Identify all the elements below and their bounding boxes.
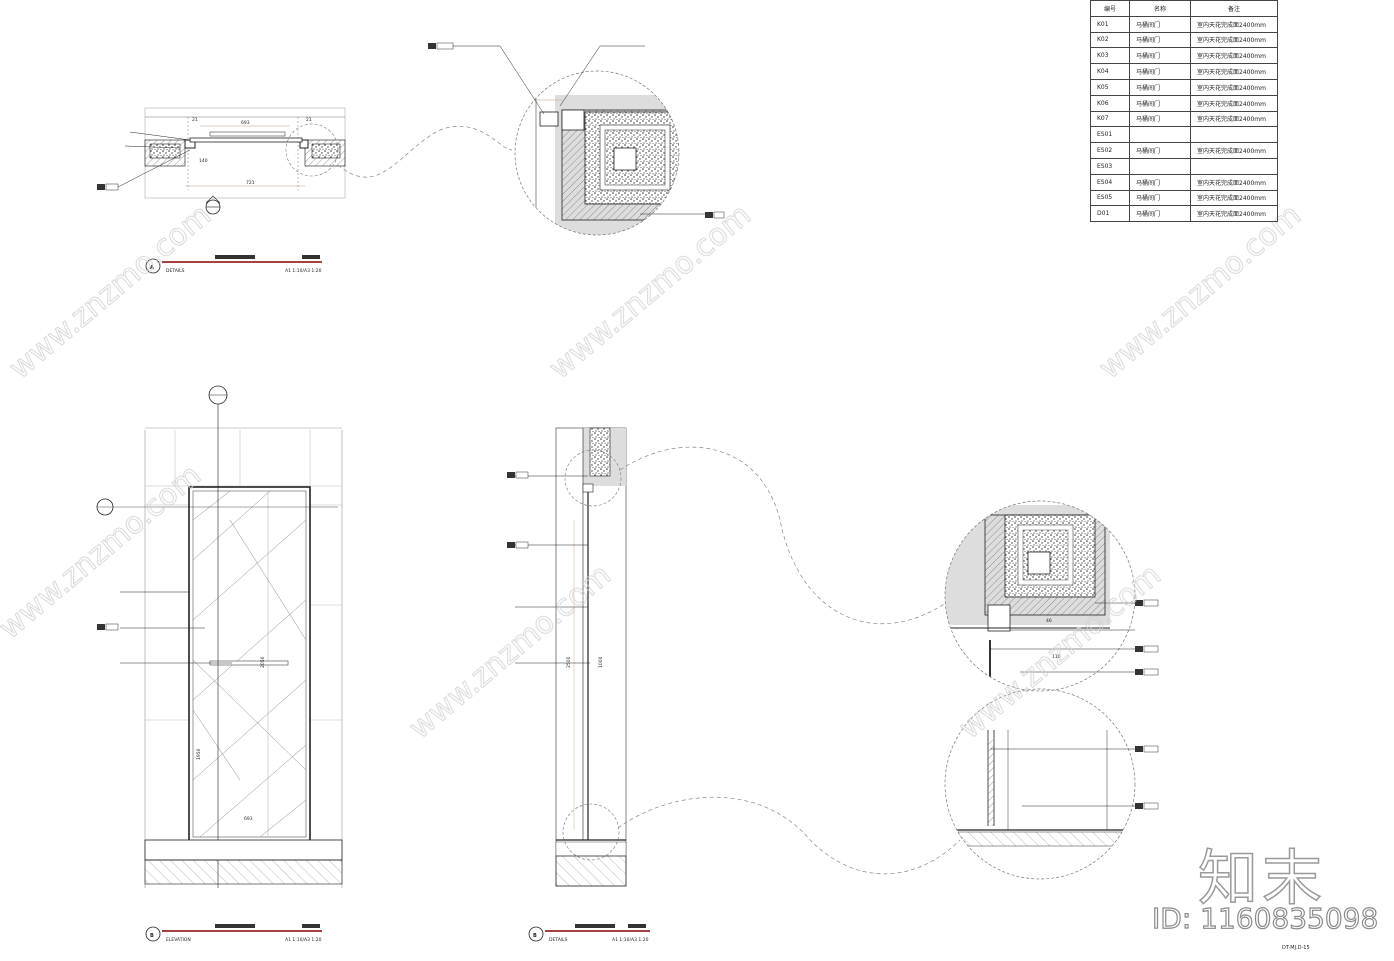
cell-name: 马桶间门 — [1129, 110, 1191, 128]
schedule-header-code: 编号 — [1090, 0, 1130, 17]
svg-text:www.znzmo.com: www.znzmo.com — [403, 558, 618, 747]
cell-note — [1190, 126, 1278, 144]
title-block-elevation: B ELEVATION A1 1:10/A3 1:20 — [145, 924, 322, 943]
cell-code: K02 — [1090, 31, 1130, 49]
cell-code: D01 — [1090, 205, 1130, 223]
schedule-header-note: 备注 — [1190, 0, 1278, 17]
schedule-row: ES01 — [1090, 126, 1278, 144]
svg-text:www.znzmo.com: www.znzmo.com — [1093, 198, 1308, 387]
cell-code: K01 — [1090, 15, 1130, 33]
cell-note: 室内天花完成面2400mm — [1190, 15, 1278, 33]
dim-693: 693 — [241, 120, 250, 126]
cell-note: 室内天花完成面2400mm — [1190, 63, 1278, 80]
title-b-sub: ELEVATION — [166, 937, 191, 943]
cell-code: K07 — [1090, 110, 1130, 128]
title-a-marker: A — [150, 265, 154, 271]
sect-dim-1000: 1000 — [598, 656, 604, 668]
cell-note — [1190, 157, 1278, 175]
title-c-sub: DETAILS — [549, 937, 568, 943]
title-block-plan: A DETAILS A1 1:10/A3 1:20 — [145, 255, 322, 274]
detail-circle-right-top: 46 110 — [944, 500, 1159, 692]
cell-note: 室内天花完成面2400mm — [1190, 47, 1278, 65]
elev-dim-693: 693 — [244, 816, 253, 822]
title-a-sub: DETAILS — [166, 268, 185, 274]
title-c-scale: A1 1:10/A3 1:20 — [612, 937, 649, 943]
plan-detail: 693 21 21 721 140 — [97, 107, 513, 215]
cell-name — [1129, 157, 1191, 175]
cell-name: 马桶间门 — [1129, 47, 1191, 65]
cell-name: 马桶间门 — [1129, 63, 1191, 80]
cell-code: ES03 — [1090, 157, 1130, 175]
schedule-header-name: 名称 — [1129, 0, 1191, 17]
cell-code: K06 — [1090, 94, 1130, 112]
elev-dim-1950: 1950 — [196, 748, 202, 760]
cell-note: 室内天花完成面2400mm — [1190, 142, 1278, 159]
sheet-code: DT-MJ.D-15 — [1282, 945, 1310, 951]
cell-code: ES01 — [1090, 126, 1130, 144]
elev-dim-2050: 2050 — [260, 656, 266, 668]
cell-name: 马桶间门 — [1129, 142, 1191, 159]
cell-name: 马桶间门 — [1129, 78, 1191, 96]
dim-140: 140 — [199, 158, 208, 164]
detail-circle-right-bottom — [944, 688, 1159, 880]
cell-code: K05 — [1090, 78, 1130, 96]
title-a-scale: A1 1:10/A3 1:20 — [285, 268, 322, 274]
cell-code: K04 — [1090, 63, 1130, 80]
watermark-id: ID: 1160835098 — [1151, 901, 1379, 935]
cell-note: 室内天花完成面2400mm — [1190, 205, 1278, 223]
cell-note: 室内天花完成面2400mm — [1190, 173, 1278, 191]
door-elevation: 693 2050 1950 — [96, 385, 343, 888]
door-section: 2500 1000 — [507, 427, 961, 887]
title-b-scale: A1 1:10/A3 1:20 — [285, 937, 322, 943]
cell-code: K03 — [1090, 47, 1130, 65]
schedule-row: ES03 — [1090, 157, 1278, 175]
title-block-section: B DETAILS A1 1:10/A3 1:20 — [528, 924, 650, 943]
schedule-header-row: 编号 名称 备注 — [1090, 0, 1278, 17]
cell-code: ES05 — [1090, 189, 1130, 207]
dim-721: 721 — [246, 180, 255, 186]
cell-note: 室内天花完成面2400mm — [1190, 31, 1278, 49]
cell-name: 马桶间门 — [1129, 173, 1191, 191]
title-b-marker: B — [150, 933, 154, 939]
svg-text:www.znzmo.com: www.znzmo.com — [0, 458, 208, 647]
cell-note: 室内天花完成面2400mm — [1190, 110, 1278, 128]
cell-name: 马桶间门 — [1129, 15, 1191, 33]
svg-text:www.znzmo.com: www.znzmo.com — [3, 198, 218, 387]
cell-code: ES02 — [1090, 142, 1130, 159]
detail-dim-110: 110 — [1052, 654, 1061, 660]
watermark-brand-logo: 知末 — [1197, 843, 1326, 915]
title-c-marker: B — [533, 933, 537, 939]
detail-circle-top — [428, 42, 725, 236]
cell-name: 马桶间门 — [1129, 189, 1191, 207]
detail-dim-46: 46 — [1046, 618, 1052, 624]
cell-name — [1129, 126, 1191, 144]
sect-dim-2500: 2500 — [566, 656, 572, 668]
dim-21b: 21 — [306, 117, 312, 123]
cell-note: 室内天花完成面2400mm — [1190, 189, 1278, 207]
cell-note: 室内天花完成面2400mm — [1190, 94, 1278, 112]
cell-name: 马桶间门 — [1129, 205, 1191, 223]
watermark-site: www.znzmo.com www.znzmo.com www.znzmo.co… — [0, 197, 1308, 747]
cell-name: 马桶间门 — [1129, 31, 1191, 49]
cell-name: 马桶间门 — [1129, 94, 1191, 112]
dim-21a: 21 — [192, 117, 198, 123]
cell-code: ES04 — [1090, 173, 1130, 191]
cell-note: 室内天花完成面2400mm — [1190, 78, 1278, 96]
